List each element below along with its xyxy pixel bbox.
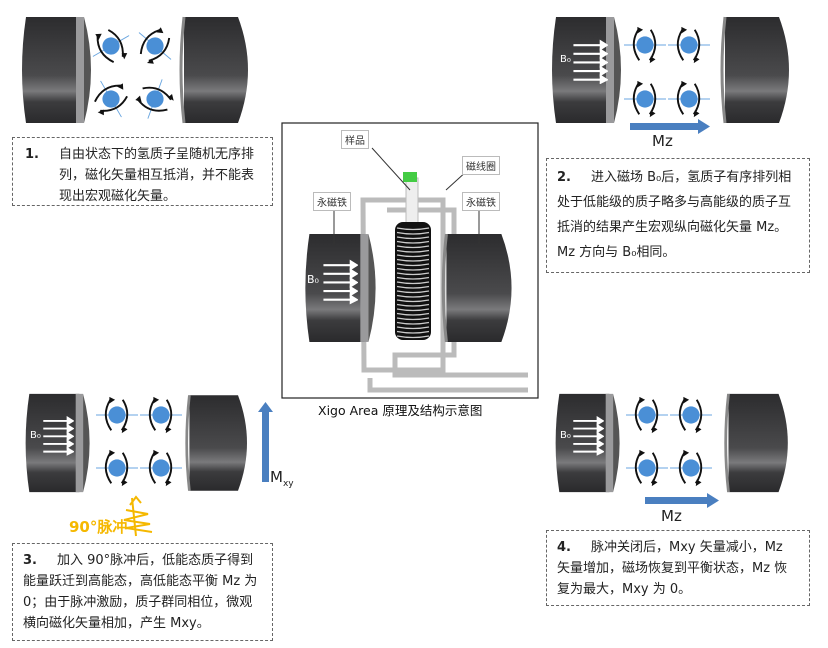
mxy-label: Mxy bbox=[270, 468, 294, 489]
coil-winding bbox=[396, 276, 430, 280]
coil-icon bbox=[395, 222, 431, 340]
step-number: 4. bbox=[557, 540, 571, 555]
coil-winding bbox=[396, 272, 430, 276]
magnet-right-label: 永磁铁 bbox=[462, 192, 500, 211]
coil-winding bbox=[396, 330, 430, 334]
mz-label: Mz bbox=[661, 507, 682, 525]
proton-icon bbox=[140, 448, 182, 488]
pulse-wave-icon bbox=[123, 495, 153, 537]
proton-icon bbox=[126, 17, 184, 75]
step-text: 进入磁场 B₀后，氢质子有序排列相处于低能级的质子略多与高能级的质子互抵消的结果… bbox=[557, 170, 792, 260]
sample-label: 样品 bbox=[341, 130, 369, 149]
coil-winding bbox=[396, 240, 430, 244]
step-number: 3. bbox=[23, 553, 37, 568]
panel2-illustration bbox=[552, 15, 791, 134]
step-number: 1. bbox=[25, 147, 39, 162]
proton-icon bbox=[668, 79, 710, 119]
coil-winding bbox=[396, 317, 430, 321]
mxy-main: M bbox=[270, 468, 283, 486]
coil-winding bbox=[396, 281, 430, 285]
step-text: 自由状态下的氢质子呈随机无序排列，磁化矢量相互抵消，并不能表现出宏观磁化矢量。 bbox=[58, 147, 254, 204]
proton-icon bbox=[670, 395, 712, 435]
step-number: 2. bbox=[557, 170, 571, 185]
proton-icon bbox=[140, 395, 182, 435]
proton-icon bbox=[96, 395, 138, 435]
proton-icon bbox=[624, 79, 666, 119]
magnet-left bbox=[22, 17, 91, 123]
proton-icon bbox=[668, 25, 710, 65]
b0-label: B₀ bbox=[560, 54, 571, 65]
pulse-label: 90°脉冲 bbox=[69, 518, 128, 536]
proton-icon bbox=[82, 18, 140, 74]
step-text: 脉冲关闭后，Mxy 矢量减小，Mz 矢量增加，磁场恢复到平衡状态，Mz 恢复为最… bbox=[557, 540, 788, 597]
coil-winding bbox=[396, 267, 430, 271]
coil-label: 磁线圈 bbox=[462, 156, 500, 175]
mz-arrow-icon bbox=[630, 119, 710, 134]
magnet-right bbox=[441, 232, 514, 344]
magnet-right bbox=[724, 392, 790, 494]
coil-winding bbox=[396, 227, 430, 231]
coil-winding bbox=[396, 258, 430, 262]
proton-icon bbox=[96, 448, 138, 488]
b0-label: B₀ bbox=[30, 430, 41, 441]
center-structure-diagram bbox=[281, 122, 539, 399]
panel4-illustration bbox=[555, 392, 790, 508]
coil-winding bbox=[396, 312, 430, 316]
coil-winding bbox=[396, 245, 430, 249]
proton-icon bbox=[670, 448, 712, 488]
proton-icon bbox=[626, 395, 668, 435]
magnet-right bbox=[720, 15, 791, 125]
coil-winding bbox=[396, 294, 430, 298]
step4-textbox: 4.脉冲关闭后，Mxy 矢量减小，Mz 矢量增加，磁场恢复到平衡状态，Mz 恢复… bbox=[546, 530, 810, 606]
coil-winding bbox=[396, 236, 430, 240]
step2-textbox: 2.进入磁场 B₀后，氢质子有序排列相处于低能级的质子略多与高能级的质子互抵消的… bbox=[546, 158, 810, 273]
proton-icon bbox=[626, 448, 668, 488]
coil-winding bbox=[396, 231, 430, 235]
coil-winding bbox=[396, 303, 430, 307]
proton-icon bbox=[129, 72, 181, 126]
panel3-illustration bbox=[25, 393, 273, 537]
coil-winding bbox=[396, 326, 430, 330]
coil-winding bbox=[396, 263, 430, 267]
mz-arrow-icon bbox=[645, 493, 719, 508]
coil-winding bbox=[396, 321, 430, 325]
coil-winding bbox=[396, 335, 430, 339]
magnet-left bbox=[305, 234, 376, 342]
coil-winding bbox=[396, 285, 430, 289]
b0-label: B₀ bbox=[307, 273, 319, 286]
mxy-sub: xy bbox=[282, 479, 294, 489]
step-text: 加入 90°脉冲后，低能态质子得到能量跃迁到高能态，高低能态平衡 Mz 为 0；… bbox=[23, 553, 258, 631]
coil-winding bbox=[396, 308, 430, 312]
b0-label: B₀ bbox=[560, 430, 571, 441]
proton-icon bbox=[83, 70, 139, 128]
magnet-right bbox=[185, 393, 249, 493]
step3-textbox: 3.加入 90°脉冲后，低能态质子得到能量跃迁到高能态，高低能态平衡 Mz 为 … bbox=[12, 543, 273, 641]
coil-winding bbox=[396, 254, 430, 258]
magnet-right bbox=[179, 15, 250, 125]
coil-winding bbox=[396, 290, 430, 294]
magnet-left-label: 永磁铁 bbox=[313, 192, 351, 211]
mz-label: Mz bbox=[652, 132, 673, 150]
proton-icon bbox=[624, 25, 666, 65]
coil-winding bbox=[396, 299, 430, 303]
mxy-arrow-icon bbox=[258, 402, 273, 482]
panel1-illustration bbox=[22, 15, 250, 128]
step1-textbox: 1. 自由状态下的氢质子呈随机无序排列，磁化矢量相互抵消，并不能表现出宏观磁化矢量… bbox=[12, 137, 273, 206]
center-caption: Xigo Area 原理及结构示意图 bbox=[318, 403, 483, 418]
coil-winding bbox=[396, 249, 430, 253]
